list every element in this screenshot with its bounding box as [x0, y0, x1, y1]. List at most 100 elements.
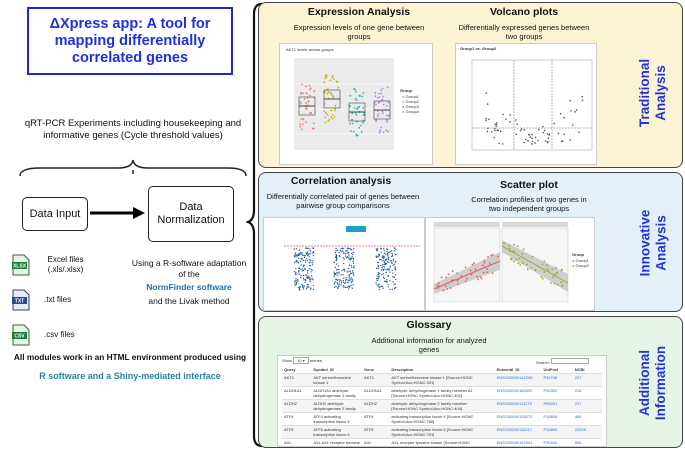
table-cell[interactable]: ENSG00000111275 [496, 401, 532, 406]
correlation-point [346, 250, 348, 252]
table-cell[interactable]: ENSG00000128272 [496, 414, 533, 419]
correlation-point [300, 253, 303, 255]
correlation-point [308, 262, 310, 264]
volcano-point [561, 140, 564, 142]
volcano-point [546, 133, 549, 135]
scatter-point-group1 [471, 263, 474, 266]
scatter-point-group2 [541, 277, 544, 280]
table-cell[interactable]: ENSG00000142208 [496, 375, 533, 380]
correlation-point [350, 259, 352, 261]
correlation-point [308, 268, 311, 270]
correlation-point [350, 272, 353, 275]
correlation-point [391, 252, 393, 255]
correlation-point [344, 255, 347, 257]
table-cell: ATF4 activating transcription factor 4 [313, 414, 350, 424]
boxplot-point [324, 75, 327, 77]
correlation-point [340, 280, 343, 282]
boxplot-point [376, 115, 379, 118]
correlation-point [381, 285, 384, 288]
left-flow-lines [19, 159, 247, 219]
boxplot-point [323, 81, 326, 84]
glossary-search: Search: [536, 358, 589, 365]
correlation-point [334, 272, 337, 275]
volcano-plots-subtitle: Differentially expressed genes between t… [458, 23, 590, 41]
correlation-point [335, 249, 337, 252]
excel-file-label: Excel files (.xls/.xlsx) [47, 255, 84, 274]
boxplot-point [386, 114, 388, 117]
table-cell[interactable]: P30530 [543, 440, 558, 445]
boxplot-point [374, 91, 377, 94]
correlation-point [335, 254, 338, 257]
correlation-point [382, 287, 384, 289]
table-cell[interactable]: 22926 [574, 427, 586, 432]
correlation-point [376, 250, 378, 252]
correlation-point [295, 274, 297, 276]
correlation-point [309, 288, 312, 291]
correlation-point [349, 278, 351, 280]
correlation-point [294, 252, 297, 254]
boxplot-point [351, 112, 354, 115]
boxplot-point [376, 110, 379, 112]
table-cell[interactable]: P00352 [543, 388, 558, 393]
correlation-point [298, 253, 300, 255]
correlation-point [348, 273, 351, 276]
correlation-point [342, 286, 344, 288]
table-cell[interactable]: 216 [574, 388, 582, 393]
correlation-point [377, 248, 379, 250]
expression-analysis-title: Expression Analysis [307, 6, 411, 18]
table-cell[interactable]: P18850 [543, 427, 558, 432]
correlation-point [302, 288, 305, 290]
table-cell[interactable]: P05091 [543, 401, 558, 406]
scatter-point-group2 [509, 247, 511, 250]
boxplot-point [335, 80, 338, 83]
correlation-point [310, 287, 312, 289]
correlation-point [334, 281, 337, 283]
csv-file-icon: CSV [12, 324, 30, 346]
table-cell[interactable]: 207 [574, 375, 582, 380]
boxplot-point [362, 121, 365, 124]
boxplot-point [382, 131, 385, 134]
table-cell[interactable]: P18848 [543, 414, 558, 419]
flow-arrow-head [133, 207, 145, 219]
boxplot-point [308, 88, 311, 91]
correlation-point [339, 279, 341, 281]
correlation-point [304, 267, 306, 270]
table-cell: activating transcription factor 6 [Sourc… [391, 427, 474, 437]
table-cell[interactable]: ENSG00000165092 [496, 388, 533, 393]
table-cell: aldehyde dehydrogenase 2 family member [… [391, 401, 467, 411]
boxplot-point [355, 99, 358, 101]
boxplot-point [358, 95, 361, 97]
table-cell[interactable]: ENSG00000118217 [496, 427, 533, 432]
correlation-point [340, 282, 343, 284]
correlation-point [306, 284, 308, 286]
table-cell[interactable]: 558 [574, 440, 582, 445]
correlation-point [307, 283, 309, 286]
expression-boxplot-thumbnail: AKT1 levels across groups Group ● Group1… [279, 43, 433, 165]
scatter-point-group2 [516, 245, 519, 248]
correlation-point [339, 255, 341, 258]
svg-text:TXT: TXT [15, 299, 24, 305]
glossary-subtitle: Additional information for analyzed gene… [371, 336, 487, 354]
volcano-point [490, 131, 493, 133]
correlation-point [333, 275, 335, 278]
table-cell: ATF6 [284, 427, 294, 432]
volcano-point [563, 133, 565, 136]
correlation-point [303, 279, 305, 281]
table-cell[interactable]: ENSG00000167601 [496, 440, 533, 445]
volcano-point [494, 127, 496, 130]
boxplot-point [331, 75, 334, 78]
boxplot-point [385, 129, 387, 132]
table-cell[interactable]: P31749 [543, 375, 558, 380]
correlation-point [339, 249, 341, 252]
table-cell[interactable]: 217 [574, 401, 582, 406]
boxplot-point [326, 92, 329, 95]
boxplot-point [380, 92, 383, 95]
boxplot-point [325, 75, 328, 78]
table-cell: AXL receptor tyrosine kinase [Source:HGN… [391, 440, 471, 446]
scatter-point-group2 [521, 262, 524, 264]
correlation-analysis-title: Correlation analysis [290, 175, 392, 187]
boxplot-point [382, 112, 384, 115]
table-cell[interactable]: 468 [574, 414, 582, 419]
correlation-point [342, 279, 345, 282]
correlation-point [378, 288, 380, 291]
